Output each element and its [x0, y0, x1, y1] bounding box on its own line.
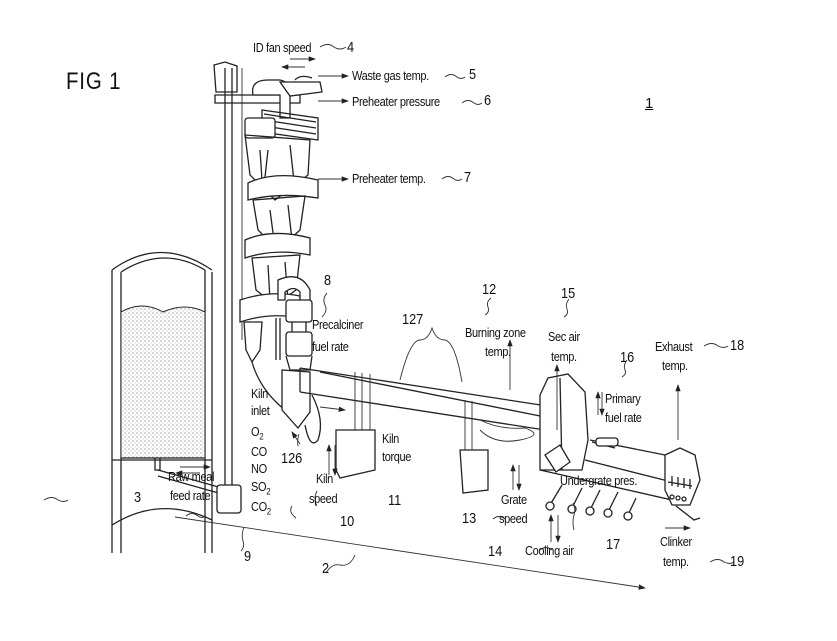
label-waste-gas-temp: Waste gas temp.: [352, 69, 429, 83]
label-precalciner-line2: fuel rate: [312, 340, 349, 354]
ref-num-15: 15: [561, 285, 576, 302]
label-grate-line2: speed: [499, 512, 528, 526]
clinker-cooler: [539, 373, 701, 521]
label-kiln-inlet-line1: Kiln: [251, 387, 268, 401]
label-clinker-line1: Clinker: [660, 535, 692, 549]
ref-num-19: 19: [730, 553, 745, 570]
label-gas-co2: CO2: [251, 500, 271, 517]
rotary-kiln: [299, 326, 561, 494]
ref-num-8: 8: [324, 272, 332, 289]
label-kiln-torque-line1: Kiln: [382, 432, 399, 446]
label-sec-air-line2: temp.: [551, 350, 577, 364]
label-kiln-torque-line2: torque: [382, 450, 412, 464]
label-undergrate-pres: Undergrate pres.: [560, 474, 637, 488]
ref-num-2: 2: [322, 560, 330, 577]
ref-num-3: 3: [134, 489, 142, 506]
label-sec-air-line1: Sec air: [548, 330, 580, 344]
label-grate-line1: Grate: [501, 493, 527, 507]
label-gas-no: NO: [251, 462, 267, 476]
ref-num-5: 5: [469, 66, 477, 83]
ref-num-17: 17: [606, 536, 621, 553]
ref-num-6: 6: [484, 92, 492, 109]
label-preheater-pressure: Preheater pressure: [352, 95, 440, 109]
label-id-fan-speed: ID fan speed: [253, 41, 312, 55]
label-burning-zone-line1: Burning zone: [465, 326, 526, 340]
ref-num-126: 126: [281, 450, 303, 467]
label-gas-o2: O2: [251, 425, 264, 442]
ref-num-4: 4: [347, 39, 355, 56]
label-burning-zone-line2: temp.: [485, 345, 511, 359]
leader-lines: [43, 44, 735, 564]
ref-num-18: 18: [730, 337, 745, 354]
label-exhaust-line2: temp.: [662, 359, 688, 373]
measurement-arrows: [175, 56, 691, 543]
process-direction-arrow: [174, 516, 646, 590]
label-cooling-air: Cooling air: [525, 544, 574, 558]
figure-title: FIG 1: [66, 68, 122, 95]
label-kiln-inlet-line2: inlet: [251, 404, 270, 418]
undergrate-fans: [545, 484, 637, 521]
ref-num-12: 12: [482, 281, 497, 298]
label-gas-co: CO: [251, 445, 267, 459]
ref-num-14: 14: [488, 543, 503, 560]
label-kiln-speed-line2: speed: [309, 492, 338, 506]
label-clinker-line2: temp.: [663, 555, 689, 569]
ref-num-11: 11: [388, 492, 402, 509]
ref-num-7: 7: [464, 169, 472, 186]
label-kiln-speed-line1: Kiln: [316, 472, 333, 486]
preheater-tower: [214, 75, 323, 430]
ref-num-13: 13: [462, 510, 477, 527]
ref-num-127: 127: [402, 311, 424, 328]
figure-reference-number: 1: [645, 95, 654, 112]
bucket-elevator: [213, 61, 243, 514]
label-primary-fuel-line1: Primary: [605, 392, 641, 406]
label-preheater-temp: Preheater temp.: [352, 172, 426, 186]
label-primary-fuel-line2: fuel rate: [605, 411, 642, 425]
label-gas-so2: SO2: [251, 480, 271, 497]
label-raw-meal-line2: feed rate: [170, 489, 211, 503]
label-raw-meal-line1: Raw meal: [168, 470, 215, 484]
label-exhaust-line1: Exhaust: [655, 340, 693, 354]
ref-num-16: 16: [620, 349, 635, 366]
raw-meal-silo: [111, 251, 223, 553]
ref-num-9: 9: [244, 548, 252, 565]
label-precalciner-line1: Precalciner: [312, 318, 364, 332]
ref-num-10: 10: [340, 513, 355, 530]
